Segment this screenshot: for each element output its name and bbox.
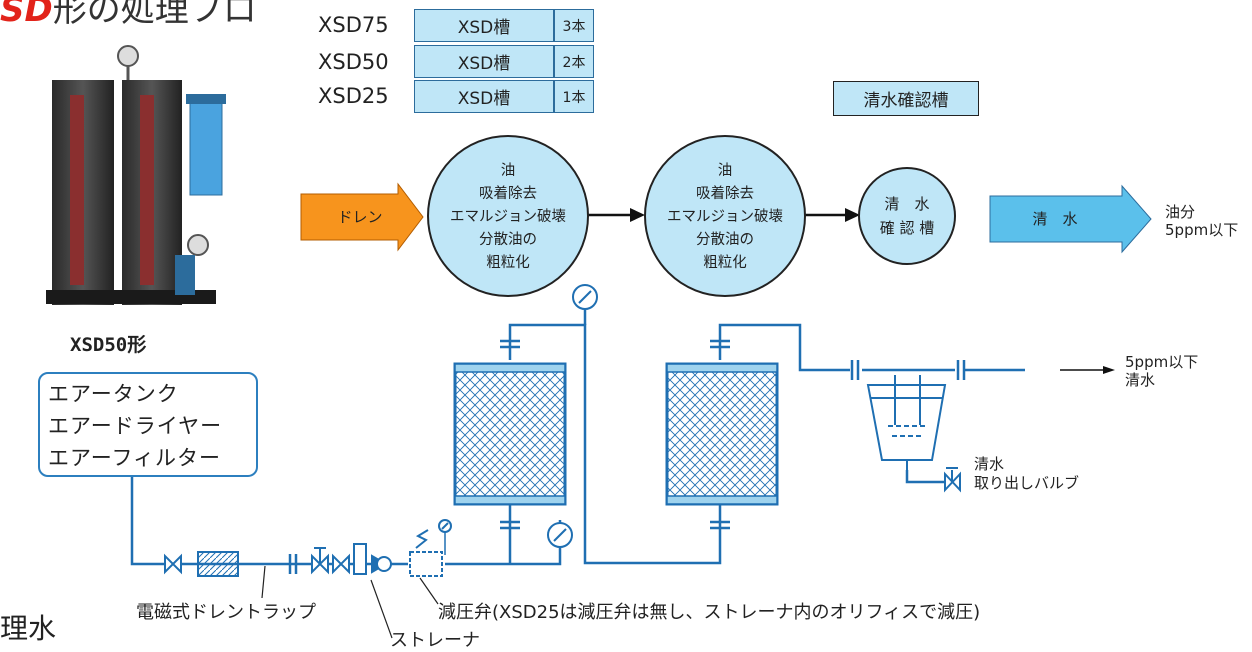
stage-line: 吸着除去 (479, 185, 537, 202)
air-source-item: エアータンク (48, 382, 179, 406)
model-tank-cell: XSD槽 (414, 80, 554, 113)
photo-caption: XSD50形 (70, 330, 146, 357)
confirm-text: 清 水 確 認 槽 (880, 195, 935, 237)
stage-line: 分散油の (479, 231, 537, 248)
stage-line: エマルジョン破壊 (667, 208, 783, 225)
clean-water-output-arrow (989, 184, 1152, 254)
gate-valve-icon (164, 553, 182, 575)
photo-caption-suffix: 形 (127, 334, 147, 356)
stage-line: 油 (501, 162, 516, 179)
adsorption-tank-2 (665, 362, 779, 506)
outlet-arrow-icon (1103, 366, 1115, 374)
air-source-item: エアーフィルター (48, 446, 222, 470)
stage-line: 吸着除去 (696, 185, 754, 202)
arrow-head-icon (630, 208, 645, 222)
stage-line: 粗粒化 (703, 254, 747, 271)
piping (130, 310, 1025, 566)
model-tank-cell: XSD槽 (414, 9, 554, 42)
stage-line: 油 (718, 162, 733, 179)
drain-trap-icon (197, 551, 239, 577)
drain-trap-label: 電磁式ドレントラップ (136, 602, 316, 623)
check-valve-icon (332, 553, 350, 575)
stage-text-2: 油 吸着除去 エマルジョン破壊 分散油の 粗粒化 (667, 162, 783, 271)
stage-circle-2 (644, 135, 806, 297)
drain-input-arrow (300, 182, 424, 252)
model-name-xsd50: XSD50 (318, 50, 389, 74)
stage-circle-1 (427, 135, 589, 297)
clean-water-label: 清 水 (1032, 210, 1077, 228)
title-suffix: 形の処理フロ (52, 0, 257, 30)
confirm-circle (858, 167, 956, 265)
confirm-line: 清 水 (884, 195, 929, 213)
model-name-xsd75: XSD75 (318, 13, 389, 37)
product-photo (46, 45, 226, 305)
air-source-item: エアードライヤー (48, 414, 223, 438)
stage-text-1: 油 吸着除去 エマルジョン破壊 分散油の 粗粒化 (450, 162, 566, 271)
result-oil-label: 油分 (1165, 203, 1196, 221)
model-tank-cell: XSD槽 (414, 45, 554, 78)
page-title: SD形の処理フロ (0, 0, 257, 31)
model-count-cell: 3本 (554, 9, 594, 42)
outlet-water-label: 清水 (1125, 371, 1156, 389)
gauge-icon (187, 234, 209, 256)
brand-mark: SD (0, 0, 53, 30)
photo-caption-model: XSD50 (70, 334, 128, 356)
model-count-cell: 1本 (554, 80, 594, 113)
model-count-cell: 2本 (554, 45, 594, 78)
stage-line: 粗粒化 (486, 254, 530, 271)
adsorption-tank-1 (453, 362, 567, 506)
result-ppm-label: 5ppm以下 (1165, 221, 1239, 239)
pressure-reducer-label: 減圧弁(XSD25は減圧弁は無し、ストレーナ内のオリフィスで減圧) (438, 602, 981, 623)
stage-line: エマルジョン破壊 (450, 208, 566, 225)
confirm-tank-box: 清水確認槽 (833, 81, 979, 116)
valve-water-label: 清水 (974, 455, 1005, 473)
model-name-xsd25: XSD25 (318, 84, 389, 108)
air-source-box: エアータンク エアードライヤー エアーフィルター (38, 372, 258, 477)
strainer-icon (353, 543, 367, 575)
pressure-reducer-icon (409, 551, 443, 577)
flange-marks (288, 339, 966, 574)
stage-line: 分散油の (696, 231, 754, 248)
strainer-label: ストレーナ (390, 630, 480, 651)
gauge-icon (117, 45, 139, 67)
outlet-ppm-label: 5ppm以下 (1125, 353, 1199, 371)
arrow-head-icon (845, 208, 860, 222)
confirm-vessel (866, 375, 947, 470)
confirm-line: 確 認 槽 (880, 219, 935, 237)
valve-name-label: 取り出しバルブ (974, 474, 1080, 492)
drain-label: ドレン (337, 208, 382, 226)
cut-off-heading: 理水 (0, 612, 57, 645)
